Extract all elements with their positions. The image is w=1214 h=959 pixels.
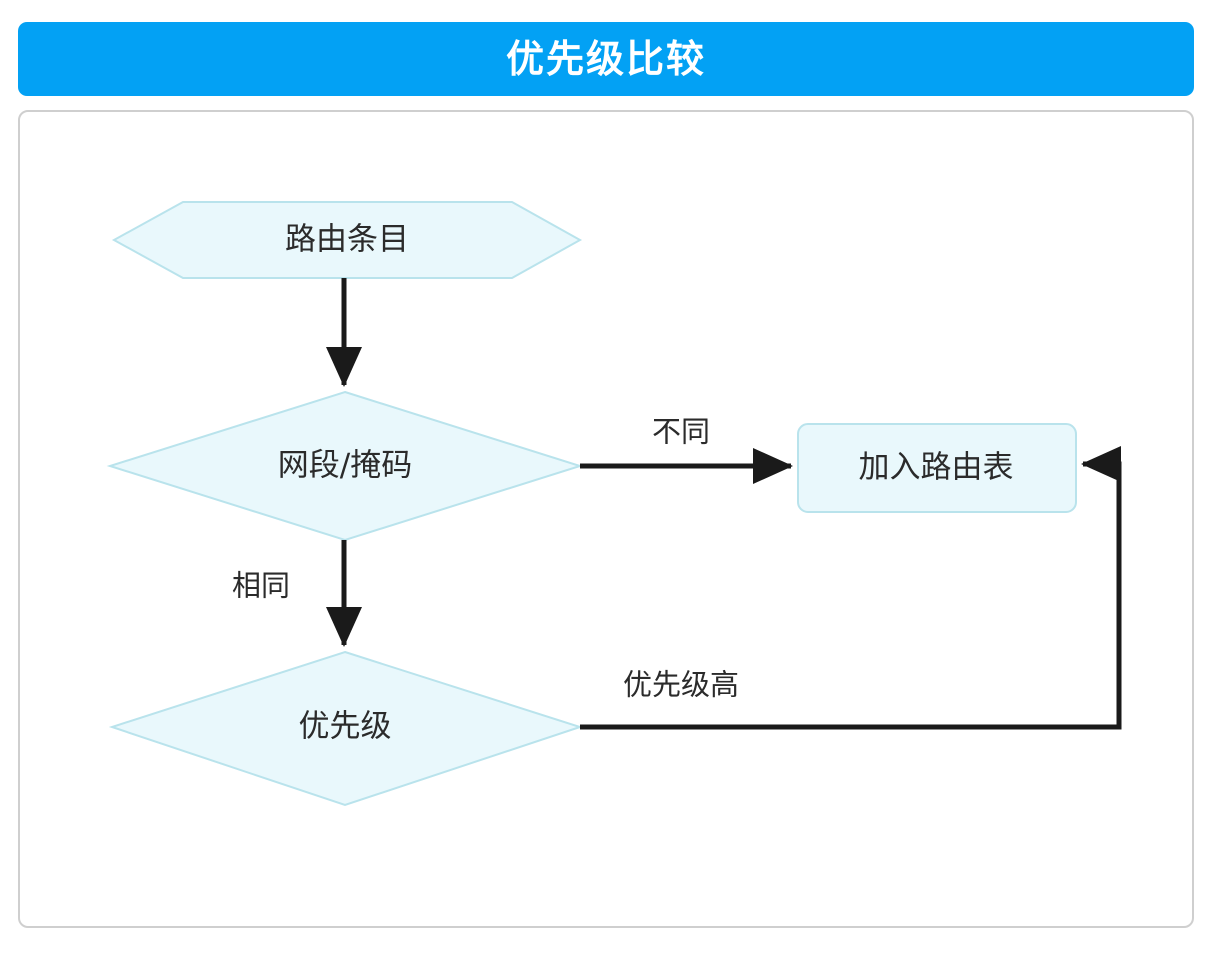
page-title: 优先级比较 bbox=[505, 37, 706, 81]
node-add-to-routing-table-label: 加入路由表 bbox=[858, 449, 1014, 486]
node-network-mask-label: 网段/掩码 bbox=[277, 447, 413, 484]
page-header: 优先级比较 bbox=[18, 22, 1194, 96]
edge-label-different: 不同 bbox=[651, 414, 711, 449]
node-route-entry-label: 路由条目 bbox=[285, 221, 409, 258]
edge-label-higher-priority: 优先级高 bbox=[622, 667, 740, 702]
diagram-panel bbox=[18, 110, 1194, 928]
node-priority-label: 优先级 bbox=[298, 708, 392, 745]
edge-label-same: 相同 bbox=[231, 568, 291, 603]
